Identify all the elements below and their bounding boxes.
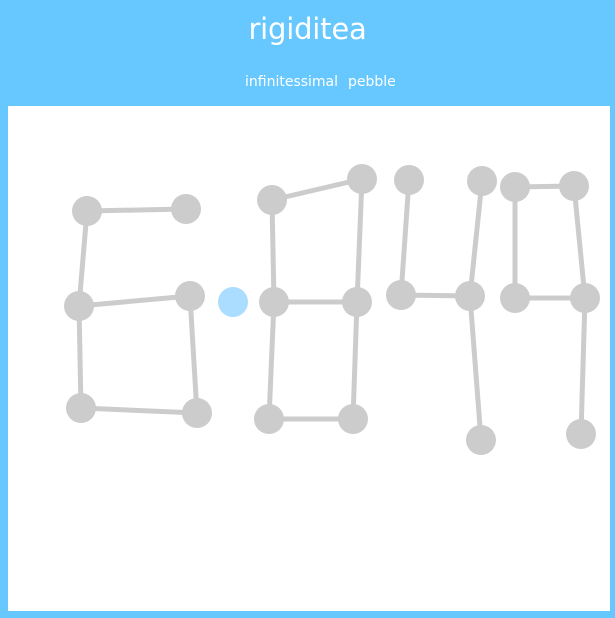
graph-edge[interactable]: [398, 177, 412, 298]
graph-node[interactable]: [257, 185, 287, 215]
graph-node[interactable]: [386, 280, 416, 310]
graph-node[interactable]: [566, 419, 596, 449]
graph-edge[interactable]: [266, 299, 277, 422]
graph-node[interactable]: [347, 164, 377, 194]
nav-link-infinitessimal[interactable]: infinitessimal: [245, 74, 339, 90]
graph-edge[interactable]: [269, 197, 277, 305]
graph-edge[interactable]: [571, 183, 588, 301]
graph-node[interactable]: [171, 194, 201, 224]
graph-node[interactable]: [559, 171, 589, 201]
graph-node[interactable]: [72, 196, 102, 226]
graph-nodes: [64, 164, 600, 455]
graph-node[interactable]: [64, 291, 94, 321]
graph-svg[interactable]: [8, 106, 610, 611]
graph-canvas[interactable]: [8, 106, 610, 611]
mode-nav: infinitessimal pebble: [0, 72, 615, 92]
graph-node[interactable]: [394, 165, 424, 195]
graph-node[interactable]: [66, 393, 96, 423]
page-title: rigiditea: [248, 12, 367, 46]
graph-node[interactable]: [500, 283, 530, 313]
graph-edge[interactable]: [578, 295, 588, 437]
graph-node[interactable]: [175, 281, 205, 311]
graph-node[interactable]: [254, 404, 284, 434]
graph-node[interactable]: [182, 398, 212, 428]
graph-node[interactable]: [500, 172, 530, 202]
graph-node[interactable]: [342, 287, 372, 317]
selected-graph-node[interactable]: [218, 287, 248, 317]
graph-edge[interactable]: [354, 176, 365, 305]
graph-edge[interactable]: [269, 176, 365, 203]
header: rigiditea infinitessimal pebble: [0, 0, 615, 106]
graph-edge[interactable]: [78, 405, 200, 416]
graph-edge[interactable]: [84, 206, 189, 214]
graph-node[interactable]: [466, 425, 496, 455]
graph-node[interactable]: [467, 166, 497, 196]
graph-edge[interactable]: [350, 299, 360, 422]
graph-edge[interactable]: [187, 293, 200, 416]
graph-edge[interactable]: [467, 178, 485, 299]
graph-node[interactable]: [570, 283, 600, 313]
graph-node[interactable]: [259, 287, 289, 317]
graph-edges: [76, 176, 588, 443]
graph-edge[interactable]: [76, 303, 84, 411]
graph-node[interactable]: [455, 281, 485, 311]
graph-edge[interactable]: [76, 293, 193, 309]
graph-edge[interactable]: [467, 293, 484, 443]
graph-edge[interactable]: [76, 208, 90, 309]
nav-link-pebble[interactable]: pebble: [348, 74, 396, 90]
graph-node[interactable]: [338, 404, 368, 434]
